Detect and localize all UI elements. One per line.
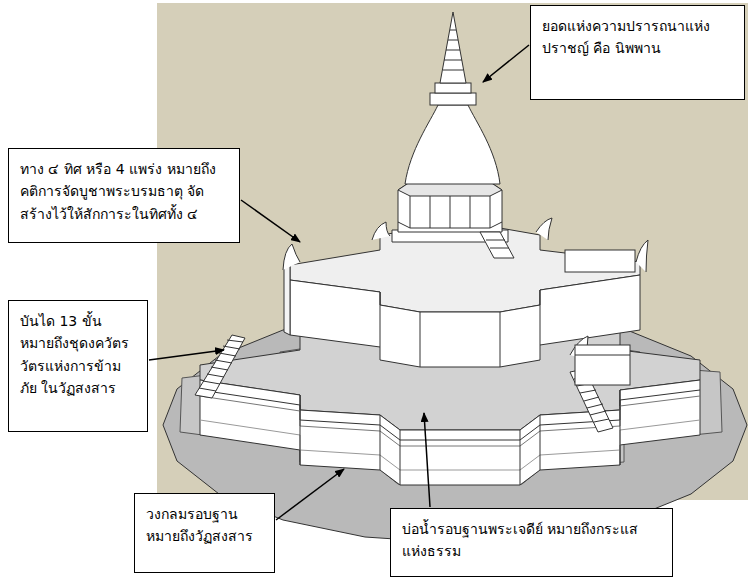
callout-box: บันได 13 ขั้น หมายถึงชุดงควัตร วัตรแห่งก… [8,300,148,432]
staircase [199,388,216,391]
lower-terrace [300,395,301,465]
upper-terrace [575,355,630,356]
lower-terrace [380,415,381,470]
staircase [219,353,236,356]
leader-arrow [424,413,430,507]
staircase [594,419,609,422]
leader-arrow [149,350,224,360]
staircase [580,390,596,393]
lower-terrace [200,380,700,485]
lower-terrace [400,430,401,485]
chedi-bell [405,12,500,184]
lower-terrace [200,390,700,440]
chedi-bell [430,93,476,105]
chedi-bell [444,60,462,61]
callout-text: วงกลมรอบฐาน หมายถึงวัฏสงสาร [146,503,263,548]
chedi-drum [450,196,451,228]
callout-text: ยอดแห่งความปรารถนาแห่ง ปราชญ์ คือ นิพพาน [542,15,733,60]
chedi-drum [486,240,505,241]
chedi-bell [450,30,456,31]
upper-terrace [283,218,648,385]
upper-terrace [420,312,421,367]
leader-arrow [149,45,529,520]
upper-terrace [575,345,630,385]
callout-box: ยอดแห่งความปรารถนาแห่ง ปราชญ์ คือ นิพพาน [530,5,745,100]
chedi-bell [440,12,466,83]
staircase [590,411,606,415]
upper-terrace [565,250,635,272]
lower-terrace [200,396,700,446]
chedi-bell [446,50,460,51]
callout-text: บ่อน้ำรอบฐานพระเจดีย์ หมายถึงกระแสแห่งธร… [402,518,661,563]
upper-terrace [540,290,541,345]
callout-text: บันได 13 ขั้น หมายถึงชุดงควัตร วัตรแห่งก… [20,310,136,400]
staircase [587,404,603,408]
staircase [203,381,220,384]
staircase [223,346,240,349]
chedi-drum [410,196,411,228]
chedi-bell [448,40,458,41]
chedi-drum [398,182,502,228]
staircase [195,335,245,398]
callout-text: ทาง ๔ ทิศ หรือ 4 แพร่ง หมายถึงคติการจัดบ… [20,158,228,225]
upper-terrace [536,218,552,240]
staircase [207,374,224,377]
chedi-drum [392,182,514,258]
leader-arrow [276,469,344,520]
upper-terrace [500,312,501,367]
callout-box: บ่อน้ำรอบฐานพระเจดีย์ หมายถึงกระแสแห่งธร… [390,508,673,577]
staircase [211,367,228,370]
background-panel [157,3,748,500]
upper-terrace [380,292,381,347]
chedi-bell [443,70,463,71]
callout-box: ทาง ๔ ทิศ หรือ 4 แพร่ง หมายถึงคติการจัดบ… [8,148,240,243]
leader-arrow [241,200,300,242]
upper-terrace [284,265,290,335]
chedi-bell [435,83,471,93]
staircase [215,360,232,363]
lower-terrace [620,390,621,465]
lower-terrace [520,430,521,485]
staircase [227,340,243,342]
upper-terrace [372,222,390,240]
staircase [584,397,599,401]
chedi-drum [490,196,491,228]
chedi-drum [470,196,471,228]
upper-terrace [636,240,648,272]
leader-arrow [483,45,529,82]
lower-terrace [200,420,700,470]
lower-terrace [540,415,541,470]
callout-box: วงกลมรอบฐาน หมายถึงวัฏสงสาร [134,493,275,573]
chedi-drum [480,232,514,258]
upper-terrace [283,244,300,270]
chedi-bell [405,105,500,184]
chedi-drum [490,248,509,249]
chedi-drum [430,196,431,228]
